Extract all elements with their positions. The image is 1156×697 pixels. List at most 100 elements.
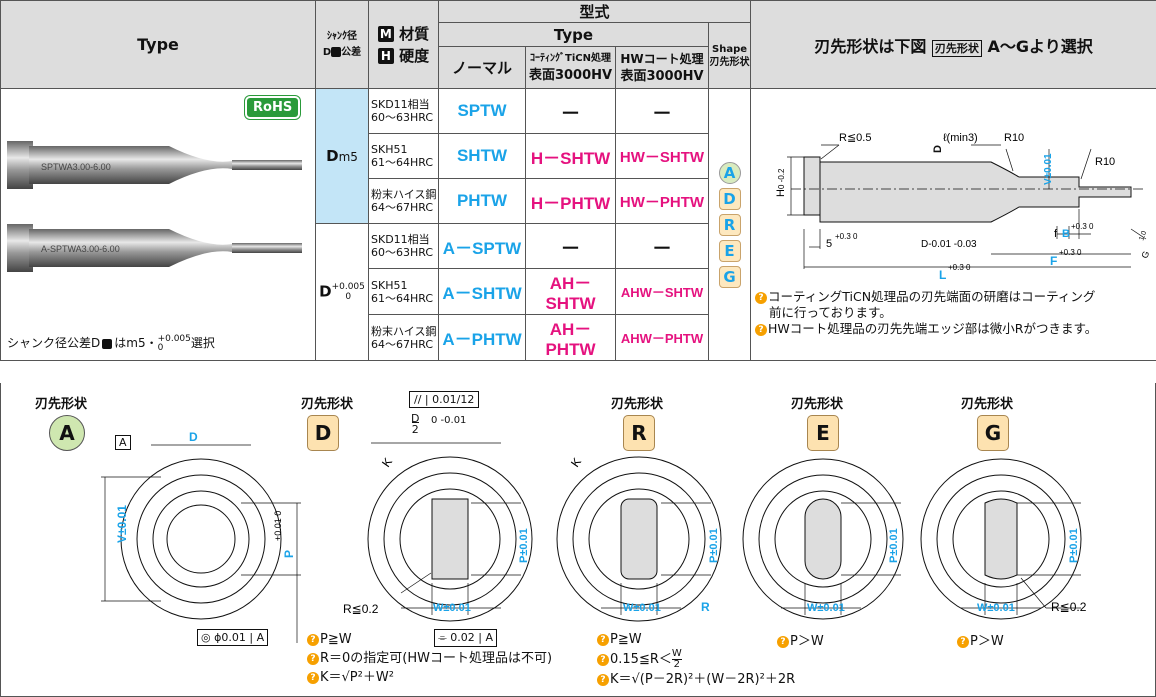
svg-text:P±0.01: P±0.01 [708,528,720,563]
svg-text:K: K [379,455,395,470]
svg-text:D-0.01 -0.03: D-0.01 -0.03 [921,239,977,250]
drawing-notes: ?コーティングTiCN処理品の刃先端面の研磨はコーティング 前に行っております。… [755,289,1097,337]
type-code[interactable]: PHTW [438,178,526,224]
shape-r-badge: R [623,415,655,451]
shape-option-d[interactable]: D [718,187,741,210]
caution-icon: ? [755,323,768,336]
type-code[interactable]: A－SPTW [438,223,526,269]
type-code[interactable]: AHW－PHTW [615,314,709,361]
t-icon [102,338,113,349]
shape-d-title: 刃先形状 [301,397,354,412]
type-code[interactable]: HW－SHTW [615,133,709,179]
shape-a-badge: A [49,415,85,451]
caution-icon: ? [777,635,789,648]
svg-text:W±0.01: W±0.01 [977,602,1015,614]
type-code[interactable]: HW－PHTW [615,178,709,224]
shape-diagrams: V±0.01 P +0.01 0 D K P±0.01 R≦0.2 W±0.01… [0,383,1156,697]
caution-icon: ? [597,633,609,646]
half-d-tol: 0 -0.01 [431,415,467,426]
h-icon: H [377,48,394,64]
shape-options: A D R E G [707,88,752,361]
svg-text:+0.3 0: +0.3 0 [1059,248,1082,257]
pin-image-2: A-SPTWA3.00-6.00 [7,224,302,272]
svg-text:R10: R10 [1004,132,1024,144]
shape-option-r[interactable]: R [718,213,741,236]
type-code[interactable]: SHTW [438,133,526,179]
svg-text:W±0.01: W±0.01 [433,602,471,614]
type-code[interactable]: H－PHTW [525,178,616,224]
type-code: － [615,88,709,134]
caution-icon: ? [597,653,609,666]
svg-text:R≦0.2: R≦0.2 [343,602,379,616]
shape-g-badge: G [977,415,1009,451]
parallelism-box: // | 0.01/12 [409,391,480,408]
header-type-sub: Type [438,22,709,47]
caution-icon: ? [755,291,768,304]
header-model: 型式 [437,0,752,23]
shape-e-title: 刃先形状 [791,397,844,412]
m-icon: M [377,26,394,42]
concentricity-box: ◎ ϕ0.01 | A [197,629,269,646]
svg-text:P: P [282,550,296,558]
svg-text:R10: R10 [1095,156,1115,168]
t-icon [331,46,342,57]
type-code[interactable]: A－PHTW [438,314,526,361]
datum-a-box: A [115,435,131,450]
shape-e-notes: ?P＞W [777,630,824,649]
product-image-cell: RoHS SPTWA3.00-6.00 [0,88,316,361]
shape-option-a[interactable]: A [718,161,741,184]
svg-text:ℓ(min3): ℓ(min3) [943,132,978,144]
header-hw: HWコート処理表面3000HV [615,46,709,89]
svg-text:0 -0.2: 0 -0.2 [777,168,786,189]
shape-r-title: 刃先形状 [611,397,664,412]
drawing-cell: R≦0.5 ℓ(min3) R10 R10 D V±0.01 H 0 -0.2 … [750,88,1156,361]
tolerance-m5: Dm5 [315,88,369,224]
svg-text:A-SPTWA3.00-6.00: A-SPTWA3.00-6.00 [41,244,120,254]
shape-d-badge: D [307,415,339,451]
header-normal: ノーマル [438,46,526,89]
svg-text:H: H [775,189,787,197]
punch-drawing: R≦0.5 ℓ(min3) R10 R10 D V±0.01 H 0 -0.2 … [775,132,1151,282]
shape-option-g[interactable]: G [718,265,741,288]
svg-text:B: B [1062,228,1070,240]
svg-text:W±0.01: W±0.01 [807,602,845,614]
type-code[interactable]: A－SHTW [438,268,526,315]
svg-text:W±0.01: W±0.01 [623,602,661,614]
shape-a-title: 刃先形状 [35,397,88,412]
caution-icon: ? [307,671,319,684]
pin-image-1: SPTWA3.00-6.00 [7,141,302,189]
header-coating: ｺｰﾃｨﾝｸﾞTiCN処理表面3000HV [525,46,616,89]
svg-text:R≦0.2: R≦0.2 [1051,600,1087,614]
type-code[interactable]: AH－SHTW [525,268,616,315]
svg-text:+0.01 0: +0.01 0 [273,511,283,541]
svg-text:SPTWA3.00-6.00: SPTWA3.00-6.00 [41,162,111,172]
header-right: 刃先形状は下図 刃先形状 A～Gより選択 [750,0,1156,89]
svg-text:F: F [1050,254,1057,268]
type-code[interactable]: AHW－SHTW [615,268,709,315]
type-code[interactable]: SPTW [438,88,526,134]
shape-option-e[interactable]: E [718,239,741,262]
svg-text:1.0: 1.0 [1138,230,1148,242]
svg-text:V±0.01: V±0.01 [115,505,129,543]
caution-icon: ? [597,673,609,686]
shape-g-notes: ?P＞W [957,630,1004,649]
type-code[interactable]: H－SHTW [525,133,616,179]
punch-images: SPTWA3.00-6.00 A-SPTWA3.00-6.00 [7,141,302,272]
type-code[interactable]: AH－PHTW [525,314,616,361]
shape-d-notes: ?P≧W ?R＝0の指定可(HWコート処理品は不可) ?K＝√P²＋W² [307,630,552,687]
svg-text:R≦0.5: R≦0.5 [839,132,871,144]
header-material: M 材質 H 硬度 [368,0,439,89]
svg-text:+0.3 0: +0.3 0 [948,263,971,272]
svg-text:P±0.01: P±0.01 [518,528,530,563]
